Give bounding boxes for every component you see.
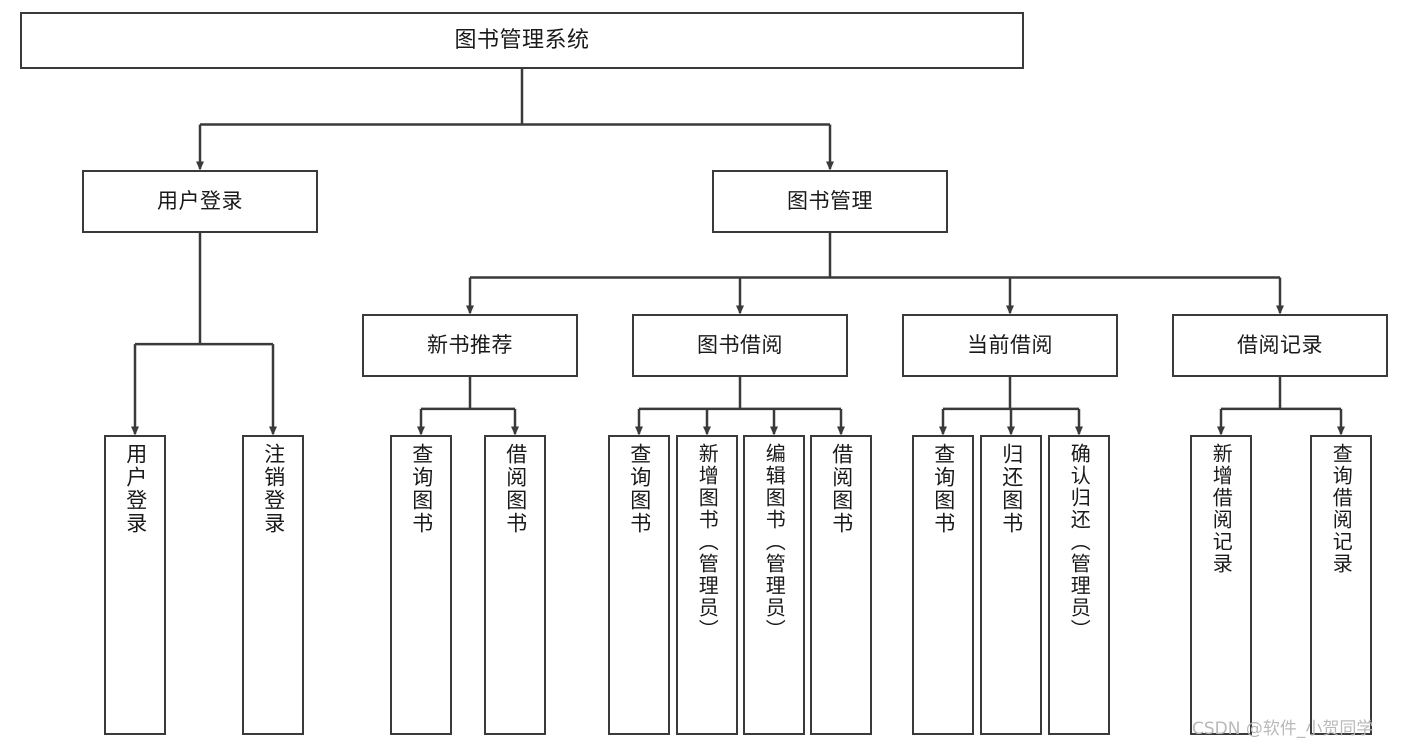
node-leaf-query-record[interactable]: 查询借阅记录 (1310, 435, 1372, 735)
node-label: 当前借阅 (967, 333, 1053, 358)
node-label: 查询图书 (409, 443, 434, 535)
watermark-text: CSDN @软件_小贺同学 (1192, 719, 1374, 739)
node-label: 编辑图书（管理员） (762, 443, 787, 641)
node-label: 用户登录 (123, 443, 148, 535)
node-leaf-edit-book[interactable]: 编辑图书（管理员） (743, 435, 805, 735)
node-leaf-return-book[interactable]: 归还图书 (980, 435, 1042, 735)
node-leaf-borrow-book-1[interactable]: 借阅图书 (484, 435, 546, 735)
node-login[interactable]: 用户登录 (82, 170, 318, 233)
node-label: 图书借阅 (697, 333, 783, 358)
node-borrow[interactable]: 图书借阅 (632, 314, 848, 377)
node-records[interactable]: 借阅记录 (1172, 314, 1388, 377)
node-label: 图书管理系统 (454, 27, 590, 53)
node-label: 借阅图书 (503, 443, 528, 535)
node-current[interactable]: 当前借阅 (902, 314, 1118, 377)
node-label: 借阅记录 (1237, 333, 1323, 358)
node-label: 新增图书（管理员） (695, 443, 720, 641)
node-label: 新书推荐 (427, 333, 513, 358)
node-label: 图书管理 (787, 189, 873, 214)
node-leaf-query-book-1[interactable]: 查询图书 (390, 435, 452, 735)
node-label: 确认归还（管理员） (1067, 443, 1092, 641)
node-bookmgmt[interactable]: 图书管理 (712, 170, 948, 233)
node-label: 注销登录 (261, 443, 286, 535)
node-leaf-query-book-2[interactable]: 查询图书 (608, 435, 670, 735)
node-label: 查询图书 (931, 443, 956, 535)
node-label: 新增借阅记录 (1209, 443, 1234, 575)
node-label: 用户登录 (157, 189, 243, 214)
node-leaf-borrow-book-2[interactable]: 借阅图书 (810, 435, 872, 735)
node-leaf-confirm-return[interactable]: 确认归还（管理员） (1048, 435, 1110, 735)
node-root[interactable]: 图书管理系统 (20, 12, 1024, 69)
node-leaf-query-book-3[interactable]: 查询图书 (912, 435, 974, 735)
node-newbook[interactable]: 新书推荐 (362, 314, 578, 377)
node-leaf-user-logout[interactable]: 注销登录 (242, 435, 304, 735)
node-leaf-user-login[interactable]: 用户登录 (104, 435, 166, 735)
node-leaf-add-book[interactable]: 新增图书（管理员） (676, 435, 738, 735)
node-label: 查询借阅记录 (1329, 443, 1354, 575)
node-label: 归还图书 (999, 443, 1024, 535)
node-leaf-add-record[interactable]: 新增借阅记录 (1190, 435, 1252, 735)
node-label: 借阅图书 (829, 443, 854, 535)
node-label: 查询图书 (627, 443, 652, 535)
